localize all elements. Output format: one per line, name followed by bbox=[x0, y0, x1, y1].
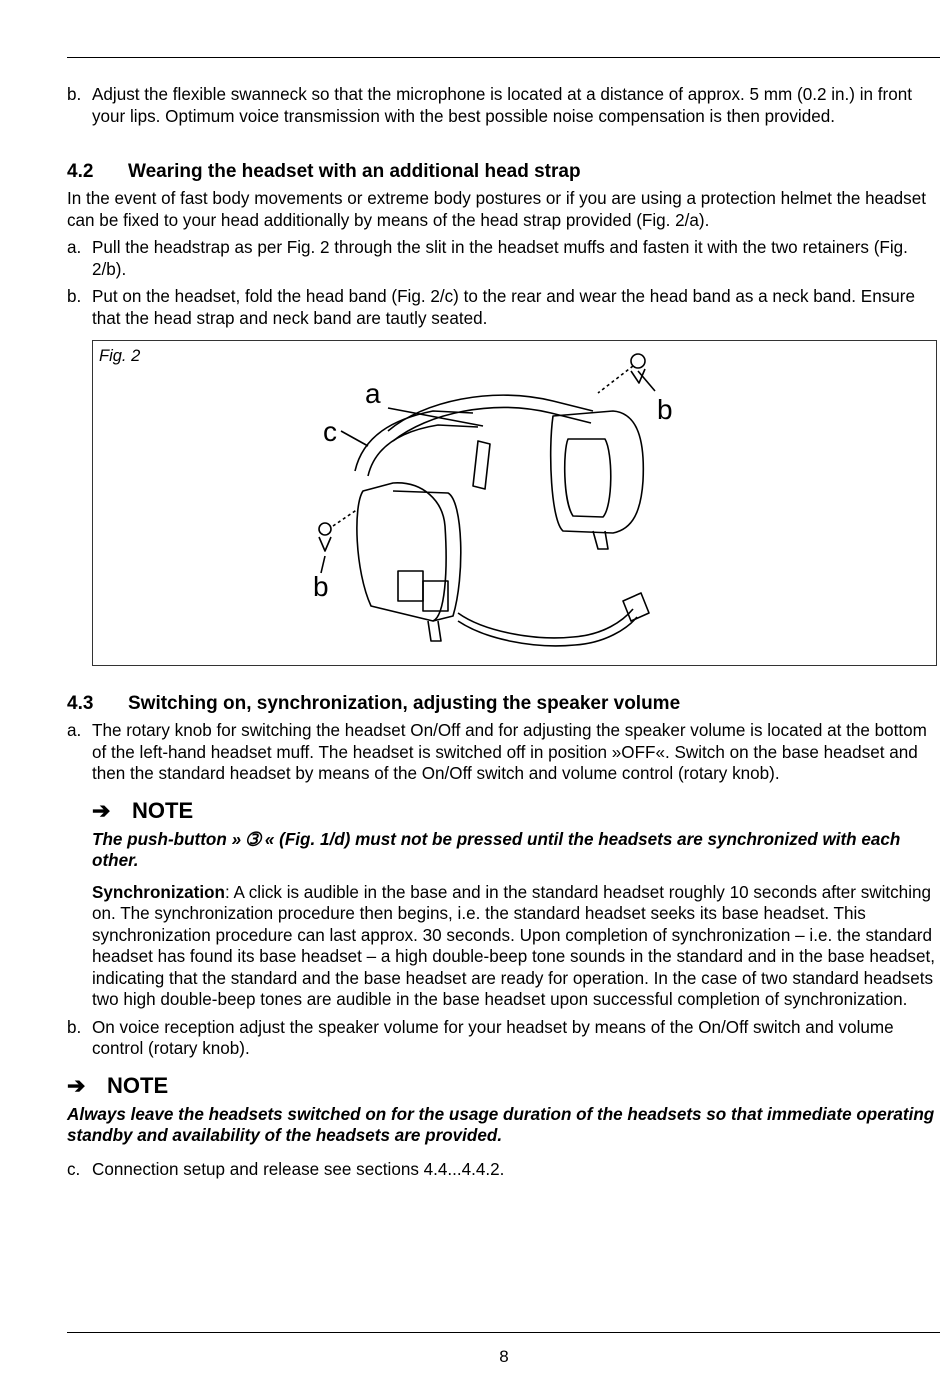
headset-illustration: a b b c bbox=[313, 353, 673, 647]
figure-2: Fig. 2 bbox=[92, 340, 937, 666]
list-marker: c. bbox=[67, 1159, 81, 1179]
list-item: a. Pull the headstrap as per Fig. 2 thro… bbox=[67, 237, 937, 280]
list-text: Put on the headset, fold the head band (… bbox=[92, 287, 915, 328]
note-block-1: ➔ NOTE The push-button » ➂ « (Fig. 1/d) … bbox=[92, 797, 937, 1011]
label-b-right: b bbox=[657, 394, 673, 425]
list-item: b. On voice reception adjust the speaker… bbox=[67, 1017, 937, 1060]
list-text: Pull the headstrap as per Fig. 2 through… bbox=[92, 238, 908, 279]
section-number: 4.3 bbox=[67, 693, 94, 714]
arrow-right-icon: ➔ bbox=[67, 1072, 86, 1098]
intro-list-item: b. Adjust the flexible swanneck so that … bbox=[67, 84, 937, 127]
note-title: NOTE bbox=[132, 797, 194, 823]
section-number: 4.2 bbox=[67, 161, 94, 182]
note-heading: ➔ NOTE bbox=[92, 797, 937, 825]
list-marker: b. bbox=[67, 85, 82, 104]
list-text: The rotary knob for switching the headse… bbox=[92, 721, 927, 783]
section-heading-4-3: 4.3 Switching on, synchronization, adjus… bbox=[67, 692, 937, 716]
list-item: b. Put on the headset, fold the head ban… bbox=[67, 286, 937, 329]
list-item: c. Connection setup and release see sect… bbox=[67, 1159, 937, 1181]
footer-rule bbox=[67, 1332, 940, 1333]
label-b-left: b bbox=[313, 571, 329, 602]
section-paragraph: In the event of fast body movements or e… bbox=[67, 189, 926, 230]
note-title: NOTE bbox=[107, 1072, 169, 1098]
list-text: Adjust the flexible swanneck so that the… bbox=[92, 85, 912, 126]
note-block-2: ➔ NOTE Always leave the headsets switche… bbox=[67, 1072, 937, 1147]
label-a: a bbox=[365, 378, 381, 409]
list-marker: b. bbox=[67, 1017, 82, 1037]
list-text: On voice reception adjust the speaker vo… bbox=[92, 1017, 894, 1059]
sync-text: : A click is audible in the base and in … bbox=[92, 882, 935, 1010]
section-heading-4-2: 4.2 Wearing the headset with an addition… bbox=[67, 160, 937, 184]
page-number: 8 bbox=[499, 1347, 509, 1366]
page-content: b. Adjust the flexible swanneck so that … bbox=[67, 84, 937, 1180]
arrow-right-icon: ➔ bbox=[92, 797, 111, 823]
sync-paragraph: Synchronization: A click is audible in t… bbox=[92, 882, 937, 1011]
header-rule bbox=[67, 57, 940, 58]
figure-caption: Fig. 2 bbox=[99, 347, 141, 365]
section-title: Wearing the headset with an additional h… bbox=[128, 161, 581, 182]
list-marker: b. bbox=[67, 287, 82, 306]
section-title: Switching on, synchronization, adjusting… bbox=[128, 693, 681, 714]
list-marker: a. bbox=[67, 721, 82, 740]
note-heading: ➔ NOTE bbox=[67, 1072, 937, 1100]
sync-label: Synchronization bbox=[92, 882, 225, 902]
list-marker: a. bbox=[67, 238, 82, 257]
label-c: c bbox=[323, 416, 337, 447]
list-text: Connection setup and release see section… bbox=[92, 1159, 505, 1179]
note-text: The push-button » ➂ « (Fig. 1/d) must no… bbox=[92, 829, 901, 871]
list-item: a. The rotary knob for switching the hea… bbox=[67, 720, 937, 785]
note-text: Always leave the headsets switched on fo… bbox=[67, 1104, 935, 1146]
